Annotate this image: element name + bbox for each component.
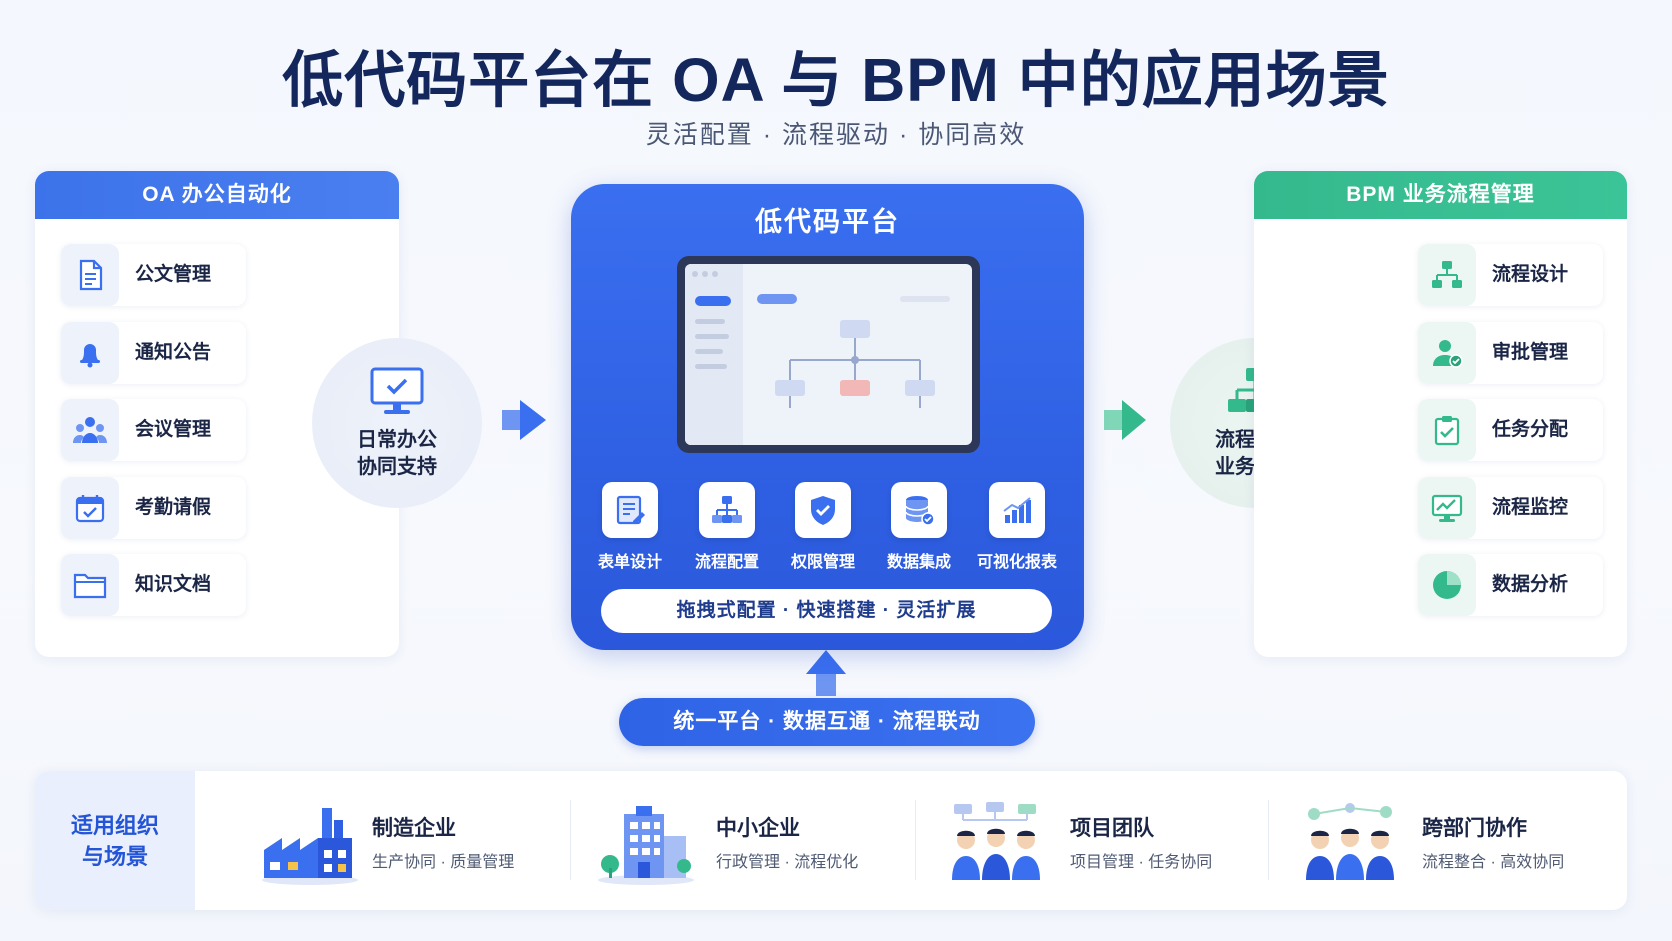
bar-chart-icon [989,482,1045,538]
oa-item-label: 会议管理 [135,419,212,440]
scene-title: 跨部门协作 [1422,817,1527,840]
platform-tagline: 拖拽式配置 · 快速搭建 · 灵活扩展 [601,589,1052,633]
divider [570,800,571,880]
scene-title: 中小企业 [716,817,800,840]
pie-chart-icon [1418,554,1476,616]
workflow-editor-illustration [685,264,950,445]
platform-screen [685,264,972,445]
page-subtitle: 灵活配置 · 流程驱动 · 协同高效 [645,121,1027,149]
feature-label: 权限管理 [790,554,855,571]
oa-panel-header: OA 办公自动化 [35,171,399,219]
scene-subtitle: 行政管理 · 流程优化 [716,854,859,871]
oa-item-document[interactable]: 公文管理 [61,244,246,306]
scene-title: 项目团队 [1070,817,1154,840]
collaboration-icon [1306,803,1394,880]
bpm-panel: BPM 业务流程管理 流程设计 审批管理 任务分配 流程监控 数据分析 [1254,171,1627,657]
arrow-right-blue-icon [502,400,546,440]
scene-manufacturing[interactable]: 制造企业 生产协同 · 质量管理 [260,800,560,890]
feature-data-integration[interactable]: 数据集成 [874,482,964,572]
scenarios-strip [35,771,1627,910]
oa-item-attendance[interactable]: 考勤请假 [61,477,246,539]
feature-permission[interactable]: 权限管理 [778,482,868,572]
oa-item-label: 考勤请假 [135,497,212,518]
feature-label: 可视化报表 [976,554,1057,571]
oa-item-meeting[interactable]: 会议管理 [61,399,246,461]
feature-label: 数据集成 [886,554,951,571]
feature-form-design[interactable]: 表单设计 [585,482,675,572]
oa-hub-line1: 日常办公 [357,429,437,451]
user-approve-icon [1418,322,1476,384]
calendar-check-icon [61,477,119,539]
oa-hub-line2: 协同支持 [357,456,437,478]
scenarios-label-line2: 与场景 [81,843,148,869]
feature-label: 表单设计 [597,554,662,571]
bpm-item-label: 审批管理 [1492,342,1569,363]
platform-title: 低代码平台 [755,207,900,237]
scenarios-label-line1: 适用组织 [70,812,159,838]
bpm-item-monitor[interactable]: 流程监控 [1418,477,1603,539]
oa-item-label: 公文管理 [135,264,212,285]
scene-subtitle: 流程整合 · 高效协同 [1422,854,1565,871]
feature-flow-config[interactable]: 流程配置 [682,482,772,572]
oa-item-label: 知识文档 [135,574,212,595]
bpm-item-analysis[interactable]: 数据分析 [1418,554,1603,616]
feature-label: 流程配置 [694,554,759,571]
bpm-item-flow-design[interactable]: 流程设计 [1418,244,1603,306]
scene-subtitle: 生产协同 · 质量管理 [372,854,515,871]
flowchart-icon [1418,244,1476,306]
clipboard-check-icon [1418,399,1476,461]
scene-sme[interactable]: 中小企业 行政管理 · 流程优化 [596,800,896,890]
bpm-item-label: 流程监控 [1492,497,1569,518]
oa-item-label: 通知公告 [135,342,212,363]
scene-project-team[interactable]: 项目团队 项目管理 · 任务协同 [946,800,1246,890]
office-building-icon [598,806,694,885]
bpm-item-approval[interactable]: 审批管理 [1418,322,1603,384]
oa-hub: 日常办公 协同支持 [312,338,482,508]
team-icon [952,802,1040,880]
oa-item-notice[interactable]: 通知公告 [61,322,246,384]
bell-icon [61,322,119,384]
bpm-item-label: 流程设计 [1492,264,1569,285]
meeting-people-icon [61,399,119,461]
arrow-right-green-icon [1104,400,1146,440]
database-icon [891,482,947,538]
platform-monitor [677,256,980,453]
feature-visual-report[interactable]: 可视化报表 [972,482,1062,572]
monitor-check-icon [370,367,424,414]
shield-check-icon [795,482,851,538]
divider [1268,800,1269,880]
scene-subtitle: 项目管理 · 任务协同 [1070,854,1213,871]
bpm-item-task[interactable]: 任务分配 [1418,399,1603,461]
unified-platform-banner: 统一平台 · 数据互通 · 流程联动 [619,698,1035,746]
scene-title: 制造企业 [372,817,456,840]
divider [915,800,916,880]
form-design-icon [602,482,658,538]
folder-icon [61,554,119,616]
scene-cross-department[interactable]: 跨部门协作 流程整合 · 高效协同 [1300,800,1600,890]
oa-item-knowledge[interactable]: 知识文档 [61,554,246,616]
factory-icon [262,808,358,885]
bpm-item-label: 任务分配 [1492,419,1569,440]
bpm-panel-header: BPM 业务流程管理 [1254,171,1627,219]
flow-config-icon [699,482,755,538]
scenarios-label: 适用组织 与场景 [35,771,195,910]
arrow-up-icon [806,650,846,696]
bpm-item-label: 数据分析 [1492,574,1569,595]
page-title: 低代码平台在 OA 与 BPM 中的应用场景 [282,46,1390,114]
document-icon [61,244,119,306]
monitor-chart-icon [1418,477,1476,539]
